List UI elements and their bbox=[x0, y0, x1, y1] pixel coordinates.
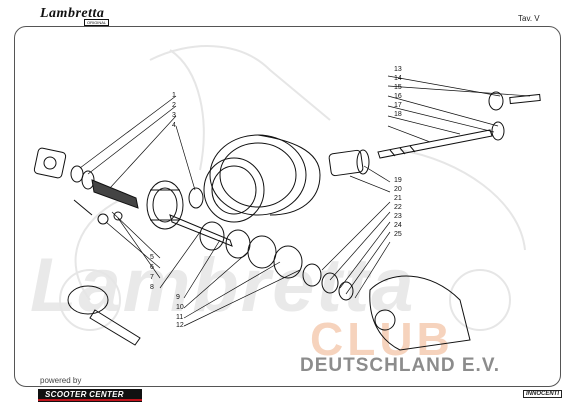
brake-shoe-ring bbox=[203, 157, 265, 223]
axle-nut bbox=[491, 121, 505, 141]
bearing bbox=[247, 235, 277, 269]
spacer-sleeve bbox=[328, 149, 364, 177]
drive-shaft bbox=[169, 214, 233, 247]
bearing-race bbox=[356, 149, 370, 175]
innocenti-badge: INNOCENTI bbox=[523, 390, 562, 398]
sponsor-stripe bbox=[38, 389, 142, 402]
oil-seal bbox=[70, 165, 84, 183]
leader-lines bbox=[79, 75, 531, 327]
nut bbox=[97, 213, 109, 225]
washer bbox=[113, 211, 123, 221]
callout-4: 4 bbox=[172, 122, 176, 129]
callout-1: 1 bbox=[172, 92, 176, 99]
bearing bbox=[188, 187, 204, 209]
brand-logo: Lambretta bbox=[40, 6, 105, 21]
brand-logo-subtitle: ORIGINAL bbox=[84, 19, 110, 26]
callout-16: 16 bbox=[394, 93, 402, 100]
callout-21: 21 bbox=[394, 195, 402, 202]
circlip bbox=[338, 281, 354, 301]
callout-15: 15 bbox=[394, 84, 402, 91]
callout-11: 11 bbox=[176, 314, 184, 321]
bearing bbox=[273, 245, 303, 279]
callout-10: 10 bbox=[176, 304, 184, 311]
brake-drum-front bbox=[209, 134, 307, 216]
diagram-frame bbox=[14, 26, 561, 387]
brake-shoe-ring-inner bbox=[211, 165, 257, 215]
callout-6: 6 bbox=[150, 264, 154, 271]
callout-20: 20 bbox=[394, 186, 402, 193]
bevel-gear-teeth bbox=[150, 189, 180, 221]
callout-3: 3 bbox=[172, 112, 176, 119]
bearing bbox=[199, 221, 225, 251]
mounting-plate bbox=[33, 147, 67, 179]
wheel-axle bbox=[377, 129, 493, 159]
bolt bbox=[509, 93, 541, 105]
callout-13: 13 bbox=[394, 66, 402, 73]
callout-25: 25 bbox=[394, 231, 402, 238]
brake-drum-inner bbox=[219, 142, 297, 208]
callout-5: 5 bbox=[150, 254, 154, 261]
callout-14: 14 bbox=[394, 75, 402, 82]
callout-17: 17 bbox=[394, 102, 402, 109]
end-cap bbox=[488, 91, 504, 111]
callout-22: 22 bbox=[394, 204, 402, 211]
sponsor-logo[interactable]: SCOOTER CENTER bbox=[45, 390, 124, 399]
callout-9: 9 bbox=[176, 294, 180, 301]
part-group bbox=[33, 91, 541, 351]
callout-8: 8 bbox=[150, 284, 154, 291]
retainer-plate bbox=[91, 179, 139, 209]
pinion-shaft bbox=[89, 309, 141, 346]
mounting-plate-hole bbox=[43, 156, 57, 170]
watermark-club: CLUB bbox=[310, 313, 454, 365]
engine-case-bore bbox=[374, 309, 396, 331]
powered-by-label: powered by bbox=[40, 376, 82, 385]
bevel-gear-hub bbox=[152, 187, 178, 223]
callout-19: 19 bbox=[394, 177, 402, 184]
callout-7: 7 bbox=[150, 274, 154, 281]
oil-seal bbox=[81, 170, 95, 190]
thrust-washer bbox=[321, 272, 339, 294]
callout-18: 18 bbox=[394, 111, 402, 118]
callout-23: 23 bbox=[394, 213, 402, 220]
plate-label: Tav. V bbox=[518, 14, 540, 23]
callout-24: 24 bbox=[394, 222, 402, 229]
engine-case bbox=[369, 275, 471, 351]
callout-12: 12 bbox=[176, 322, 184, 329]
watermark-country: DEUTSCHLAND E.V. bbox=[300, 355, 501, 376]
pinion-gear bbox=[67, 285, 109, 315]
bevel-gear bbox=[146, 180, 184, 230]
axle-splines bbox=[389, 145, 416, 157]
scooter-silhouette bbox=[59, 45, 526, 331]
hub-body bbox=[257, 134, 321, 216]
thrust-washer bbox=[302, 263, 322, 287]
callout-2: 2 bbox=[172, 102, 176, 109]
stud bbox=[73, 199, 93, 216]
